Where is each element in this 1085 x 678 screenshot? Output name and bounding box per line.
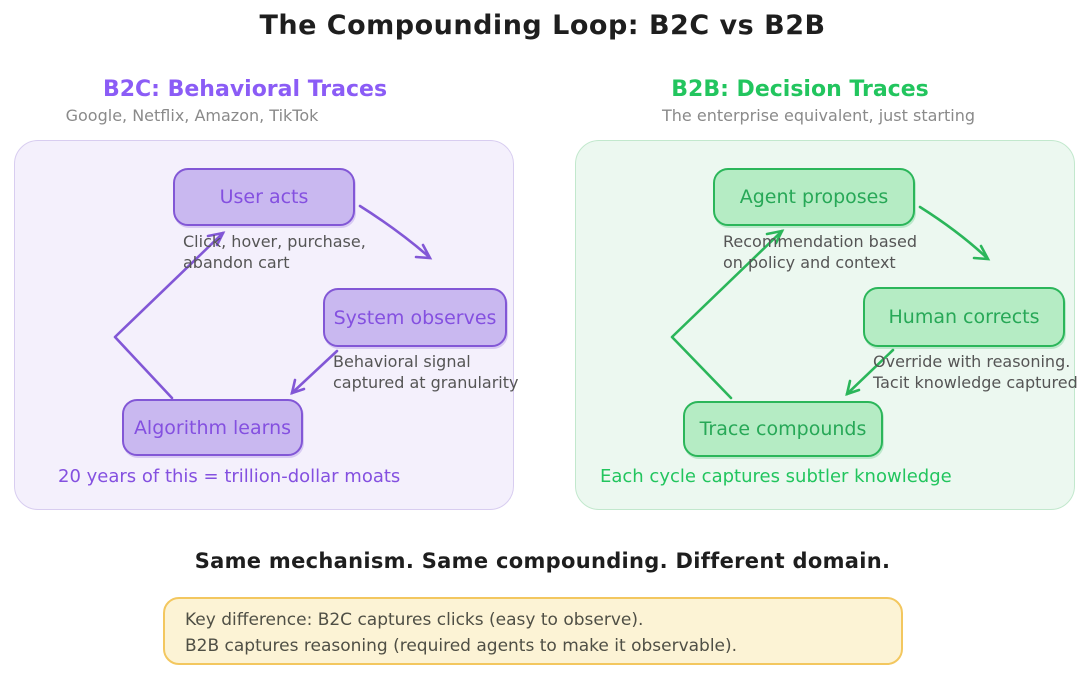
b2b-panel-subtitle: The enterprise equivalent, just starting bbox=[662, 106, 975, 125]
b2c-panel-heading: B2C: Behavioral Traces bbox=[102, 77, 388, 102]
b2b-panel-heading: B2B: Decision Traces bbox=[671, 77, 929, 102]
b2c-caption: 20 years of this = trillion-dollar moats bbox=[58, 466, 401, 487]
node-trace-compounds: Trace compounds bbox=[683, 401, 883, 457]
annotation-system-observes: Behavioral signal captured at granularit… bbox=[333, 352, 519, 393]
tagline: Same mechanism. Same compounding. Differ… bbox=[194, 549, 891, 573]
b2b-caption: Each cycle captures subtler knowledge bbox=[600, 466, 952, 487]
b2c-panel-subtitle: Google, Netflix, Amazon, TikTok bbox=[65, 106, 319, 125]
annotation-human-corrects: Override with reasoning. Tacit knowledge… bbox=[873, 352, 1078, 393]
node-algorithm-learns: Algorithm learns bbox=[122, 399, 303, 456]
node-user-acts: User acts bbox=[173, 168, 355, 226]
annotation-user-acts: Click, hover, purchase, abandon cart bbox=[183, 232, 366, 273]
key-difference-box: Key difference: B2C captures clicks (eas… bbox=[163, 597, 903, 665]
node-system-observes: System observes bbox=[323, 288, 507, 347]
node-human-corrects: Human corrects bbox=[863, 287, 1065, 347]
node-agent-proposes: Agent proposes bbox=[713, 168, 915, 226]
diagram-title: The Compounding Loop: B2C vs B2B bbox=[259, 10, 826, 41]
annotation-agent-proposes: Recommendation based on policy and conte… bbox=[723, 232, 917, 273]
